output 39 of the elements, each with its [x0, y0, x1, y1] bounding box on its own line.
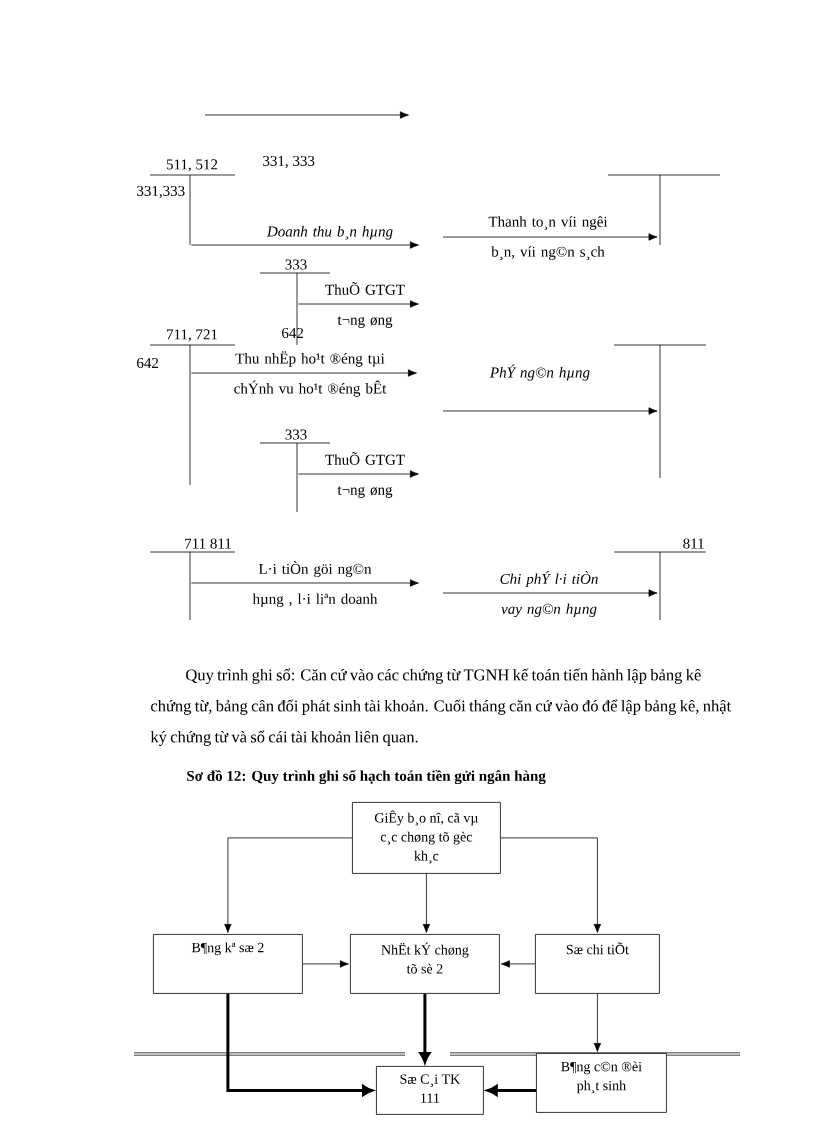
t-account: 711, 721 [167, 329, 218, 486]
account-number: 331,333 [137, 185, 185, 199]
arrow [500, 960, 536, 968]
arrow [419, 993, 431, 1063]
edge-label: PhÝ ng©n hµng [489, 364, 590, 381]
arrow [500, 837, 602, 933]
edge-label: Doanh thu b¸n hµng [266, 226, 393, 240]
edge-label: Thanh to¸n víi ngêi b¸n, víi ng©n s¸ch [488, 216, 608, 260]
process-box: B¶ng kª sæ 2 [153, 934, 303, 994]
edge-label: ThuÕ GTGT t¬ng øng [325, 282, 405, 328]
arrow [422, 873, 431, 933]
process-box: NhËt kÝ chøng tõ sè 2 [350, 934, 500, 994]
arrow [191, 369, 417, 377]
arrow [298, 300, 419, 308]
arrow [442, 233, 658, 241]
arrow [224, 837, 353, 933]
account-number: 642 [282, 327, 304, 339]
account-number: 331, 333 [263, 155, 315, 169]
arrow [486, 1084, 536, 1096]
process-box: Sæ chi tiÕt [535, 934, 660, 994]
t-account: 333 [285, 429, 307, 513]
arrow [298, 470, 419, 478]
arrow [442, 407, 658, 415]
arrow [442, 589, 658, 597]
edge-label: Thu nhËp ho¹t ®éng tµi chÝnh vu ho¹t ®éng bÊt [234, 351, 387, 397]
process-box: GiÊy b¸o nî, cã vµ c¸c chøng tõ gèc kh¸c [352, 802, 501, 874]
process-box: B¶ng c©n ®èi ph¸t sinh [536, 1053, 667, 1113]
figure-title: Sơ đồ 12: Quy trình ghi sổ hạch toán tiền gửi ngân hàng [187, 769, 546, 785]
t-account: 711 811 [185, 538, 231, 621]
arrow [302, 960, 349, 968]
process-box: Sæ C¸i TK 111 [376, 1066, 484, 1115]
arrow [593, 993, 602, 1052]
edge-label: Chi phÝ l·i tiÒn vay ng©n hµng [500, 570, 598, 618]
edge-label: L·i tiÒn göi ng©n hµng , l·i liªn doanh [252, 560, 378, 608]
arrow [191, 241, 419, 249]
t-account: 811 [659, 538, 704, 621]
paragraph: Quy trình ghi sổ: Căn cứ vào các chứng từ TGNH kế toán tiến hành lập bảng kê chứng từ, bảng cân đối phát sinh tài khoản. Cuối tháng căn cứ vào đó để lập bảng kê, nhật ký chứng từ và sổ cái tài khoản liên quan. [150, 668, 732, 746]
arrow [191, 579, 419, 587]
edge-label: ThuÕ GTGT t¬ng øng [325, 452, 405, 498]
